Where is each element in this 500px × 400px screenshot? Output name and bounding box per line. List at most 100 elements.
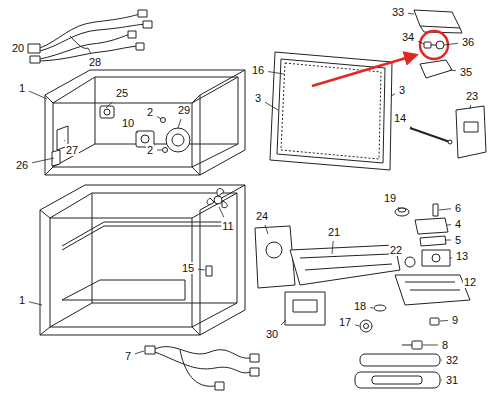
fan-shroud	[172, 134, 184, 146]
fan-shroud	[166, 128, 190, 152]
wire-harness	[250, 354, 259, 362]
wire-harness	[30, 56, 40, 63]
control-plate	[415, 218, 448, 234]
light-box	[285, 292, 325, 325]
leader-line	[198, 269, 205, 271]
callout-number: 7	[124, 350, 132, 362]
freezer-liner	[95, 77, 238, 144]
light-box	[285, 292, 325, 325]
leader-line	[157, 150, 162, 151]
light-lens	[360, 354, 440, 366]
screws	[161, 118, 168, 153]
fresh-food-liner	[50, 185, 245, 327]
screw	[433, 204, 438, 216]
fan-shroud	[166, 128, 190, 152]
callout-number: 32	[445, 354, 459, 366]
leader-line	[441, 360, 443, 361]
evaporator-cover	[255, 226, 295, 288]
lamp	[364, 324, 369, 329]
light-cover	[372, 376, 422, 384]
leader-line	[281, 320, 286, 325]
illustration	[28, 10, 486, 390]
screws	[161, 118, 166, 123]
wire-harness	[155, 352, 250, 373]
leader-line	[450, 257, 452, 258]
divider-panel	[281, 63, 381, 159]
leader-line	[88, 48, 91, 53]
callout-number: 21	[327, 226, 341, 238]
callout-number: 8	[441, 339, 449, 351]
fan-blade	[207, 189, 227, 208]
leader-line	[470, 105, 472, 109]
leader-line	[135, 351, 144, 354]
fresh-food-liner	[92, 193, 237, 303]
leader-line	[265, 102, 278, 110]
callout-number: 28	[88, 56, 102, 68]
callout-number: 1	[18, 294, 26, 306]
callout-number: 25	[115, 87, 129, 99]
control-unit	[422, 250, 450, 266]
damper-rod	[448, 140, 452, 144]
leader-line	[370, 307, 373, 308]
callout-number: 3	[254, 92, 262, 104]
fresh-food-liner	[62, 280, 185, 300]
leader-line	[398, 207, 400, 208]
callout-number: 24	[255, 210, 269, 222]
callout-number: 29	[177, 104, 191, 116]
leader-line	[29, 91, 47, 99]
fan-blade	[214, 196, 222, 204]
leader-line	[408, 13, 414, 15]
leader-line	[219, 207, 224, 217]
air-duct	[290, 245, 400, 285]
leader-line	[137, 132, 138, 133]
control-bracket	[405, 282, 460, 290]
grommet	[374, 305, 386, 311]
freezer-liner	[45, 70, 245, 175]
callout-number: 17	[338, 316, 352, 328]
callout-number: 16	[251, 64, 265, 76]
fresh-food-liner	[200, 210, 201, 335]
screw	[402, 341, 422, 349]
grommet	[374, 305, 386, 311]
light-cover	[355, 372, 440, 388]
control-plate	[415, 218, 448, 234]
callout-number: 10	[121, 117, 135, 129]
callout-number: 3	[398, 84, 406, 96]
leader-line	[332, 241, 333, 254]
wire-harness	[215, 382, 224, 390]
fresh-food-liner	[40, 210, 200, 335]
washer	[405, 257, 415, 267]
freezer-liner	[53, 77, 238, 167]
callout-number: 1	[18, 82, 26, 94]
highlight-mark	[312, 31, 448, 86]
wire-harness	[128, 31, 136, 38]
callout-number: 15	[181, 262, 195, 274]
leader-line	[64, 140, 66, 141]
light-box	[293, 300, 317, 312]
leader-line	[445, 240, 451, 241]
light-socket	[100, 106, 114, 118]
callout-number: 31	[445, 374, 459, 386]
wire-harness	[136, 43, 144, 50]
callout-number: 30	[265, 328, 279, 340]
callout-number: 22	[389, 244, 403, 256]
control-housing	[456, 106, 486, 158]
callout-number: 5	[454, 234, 462, 246]
screw	[431, 45, 436, 46]
leader-line	[157, 116, 161, 119]
callout-number: 27	[65, 144, 79, 156]
cover-bracket	[420, 60, 452, 78]
freezer-liner	[53, 103, 192, 167]
wire-harness	[155, 347, 250, 359]
leader-line	[447, 224, 451, 225]
leader-line	[32, 158, 54, 163]
leader-line	[178, 119, 181, 128]
washer	[405, 257, 415, 267]
lamp	[360, 320, 372, 332]
freezer-liner	[45, 70, 245, 175]
callout-number: 12	[463, 276, 477, 288]
leader-line	[410, 126, 412, 128]
callout-number: 13	[455, 250, 469, 262]
